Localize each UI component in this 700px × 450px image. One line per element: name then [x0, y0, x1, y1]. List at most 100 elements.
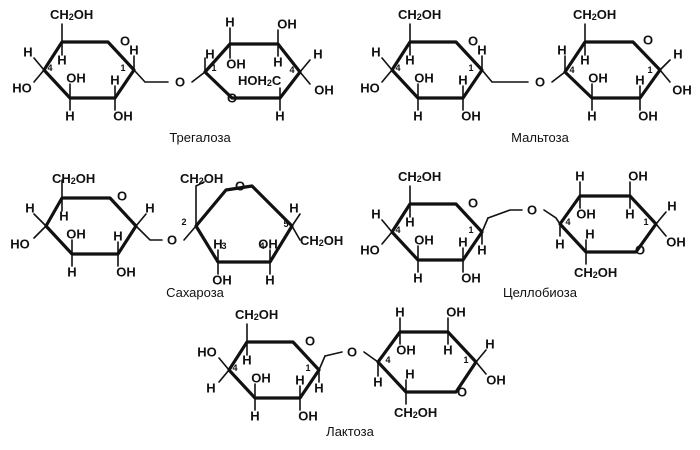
bond-line	[543, 209, 561, 225]
bond-line	[381, 231, 393, 245]
atom-label-o: O	[468, 196, 478, 211]
atom-label-o: O	[457, 385, 467, 400]
atom-label-oh: OH	[212, 273, 232, 288]
ch2oh-part: 2	[254, 312, 259, 322]
pyranose-ring	[203, 42, 302, 100]
pyranose-ring	[376, 330, 478, 394]
atom-label-oh: OH	[628, 169, 648, 184]
ch2oh-part: CH	[398, 7, 417, 22]
bond-line	[318, 355, 326, 371]
carbon-number: 3	[221, 241, 226, 251]
atom-label-ho: HO	[360, 243, 380, 258]
carbon-number: 5	[283, 219, 288, 229]
atom-label-h: H	[250, 409, 259, 424]
ch2oh-part: 2	[71, 176, 76, 186]
carbon-number: 4	[569, 65, 574, 75]
ch2oh-group: CH2OH	[235, 307, 278, 323]
ch2oh-group: CH2OH	[398, 7, 441, 23]
atom-label-h: H	[413, 271, 422, 286]
bond-line	[481, 69, 529, 83]
atom-label-h: H	[113, 229, 122, 244]
ch2oh-part: CH	[398, 169, 417, 184]
atom-label-h: H	[443, 343, 452, 358]
atom-label-oh: OH	[666, 235, 686, 250]
atom-label-h: H	[289, 201, 298, 216]
atom-label-h: H	[205, 47, 214, 62]
bond-line	[218, 357, 230, 371]
ch2oh-part: 2	[69, 12, 74, 22]
atom-label-h: H	[587, 109, 596, 124]
ch2oh-group: CH2OH	[574, 265, 617, 281]
bond-line	[324, 351, 343, 357]
hoh2c-part: 2	[267, 78, 272, 88]
atom-label-h: H	[242, 353, 251, 368]
molecule-caption: Трегалоза	[169, 130, 231, 145]
ch2oh-part: OH	[422, 169, 442, 184]
atom-label-o: O	[305, 334, 315, 349]
bond-line	[33, 57, 45, 71]
ch2oh-part: 2	[417, 12, 422, 22]
atom-label-o: O	[167, 233, 177, 248]
atom-label-h: H	[313, 47, 322, 62]
atom-label-o: O	[643, 33, 653, 48]
ch2oh-part: CH	[394, 405, 413, 420]
atom-label-o: O	[120, 34, 130, 49]
bond-line	[475, 349, 487, 363]
ch2oh-group: CH2OH	[50, 7, 93, 23]
atom-label-h: H	[585, 227, 594, 242]
carbon-number: 4	[395, 225, 400, 235]
molecule-caption: Лактоза	[326, 424, 374, 439]
ch2oh-part: OH	[598, 265, 618, 280]
ch2oh-part: OH	[76, 171, 96, 186]
bond-line	[133, 69, 169, 83]
ch2oh-part: CH	[52, 171, 71, 186]
atom-label-oh: OH	[258, 237, 278, 252]
carbon-number: 4	[289, 65, 294, 75]
atom-label-h: H	[575, 169, 584, 184]
pyranose-ring	[44, 196, 138, 256]
atom-label-h: H	[273, 55, 282, 70]
atom-label-h: H	[110, 73, 119, 88]
atom-label-ho: HO	[12, 81, 32, 96]
bond-line	[487, 209, 523, 219]
atom-label-oh: OH	[414, 71, 434, 86]
molecule-caption: Мальтоза	[511, 130, 569, 145]
bond-line	[655, 223, 667, 237]
atom-label-oh: OH	[314, 83, 334, 98]
bond-line	[191, 71, 206, 83]
atom-label-o: O	[227, 91, 237, 106]
ch2oh-group: CH2OH	[52, 171, 95, 187]
atom-label-h: H	[557, 43, 566, 58]
carbon-number: 1	[120, 63, 125, 73]
bond-line	[218, 369, 230, 383]
bond-line	[299, 71, 311, 85]
hoh2c-part: HOH	[238, 73, 267, 88]
pyranose-ring	[563, 40, 662, 100]
carbon-number: 1	[643, 217, 648, 227]
carbon-number: 1	[468, 225, 473, 235]
carbon-number: 4	[385, 355, 390, 365]
bond-line	[551, 71, 566, 83]
atom-label-h: H	[275, 109, 284, 124]
carbon-number: 1	[468, 63, 473, 73]
atom-label-h: H	[145, 201, 154, 216]
ch2oh-part: OH	[597, 7, 617, 22]
bond-line	[659, 59, 671, 71]
atom-label-h: H	[477, 43, 486, 58]
atom-label-h: H	[458, 73, 467, 88]
carbon-number: 1	[647, 65, 652, 75]
atom-label-h: H	[580, 53, 589, 68]
atom-label-h: H	[405, 367, 414, 382]
atom-label-h: H	[65, 109, 74, 124]
atom-label-oh: OH	[588, 71, 608, 86]
atom-label-oh: OH	[298, 409, 318, 424]
bond-line	[363, 351, 379, 363]
atom-label-h: H	[265, 273, 274, 288]
atom-label-h: H	[371, 207, 380, 222]
ch2oh-part: OH	[259, 307, 279, 322]
atom-label-o: O	[235, 179, 245, 194]
atom-label-ho: HO	[197, 345, 217, 360]
